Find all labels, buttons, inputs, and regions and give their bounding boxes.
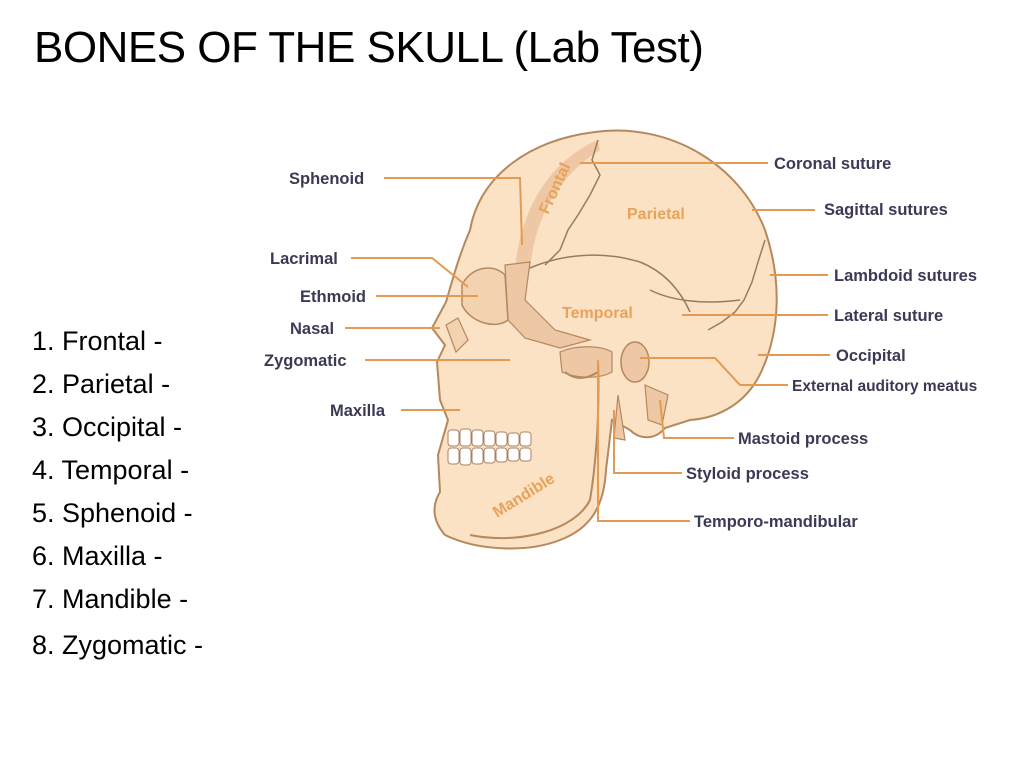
skull-illustration <box>430 129 778 550</box>
left-leaders <box>345 177 523 411</box>
slide-title: BONES OF THE SKULL (Lab Test) <box>34 23 704 72</box>
label-sphenoid: Sphenoid <box>289 170 364 188</box>
leader-mastoid <box>659 399 734 439</box>
styloid <box>613 394 626 441</box>
ear-canal <box>620 341 650 383</box>
label-occipital: Occipital <box>836 347 906 365</box>
label-lacrimal: Lacrimal <box>270 250 338 268</box>
orbit <box>461 267 509 326</box>
teeth <box>447 428 532 466</box>
label-nasal: Nasal <box>290 320 334 338</box>
lateral-suture-line <box>649 289 741 303</box>
list-item-temporal: 4. Temporal - <box>32 455 190 485</box>
label-external-auditory-meatus: External auditory meatus <box>792 378 977 395</box>
list-item-zygomatic: 8. Zygomatic - <box>32 630 204 660</box>
list-item-mandible: 7. Mandible - <box>32 584 189 614</box>
list-item-frontal: 1. Frontal - <box>32 326 163 356</box>
list-item-maxilla: 6. Maxilla - <box>32 541 163 571</box>
label-temporo-mandibular: Temporo-mandibular <box>694 513 858 531</box>
mandible-notch <box>564 371 599 379</box>
label-lateral-suture: Lateral suture <box>834 307 943 325</box>
lambdoid-suture-line <box>707 239 766 331</box>
label-ethmoid: Ethmoid <box>300 288 366 306</box>
leader-styloid <box>613 410 682 474</box>
list-item-parietal: 2. Parietal - <box>32 369 171 399</box>
label-maxilla: Maxilla <box>330 402 386 420</box>
label-sagittal-sutures: Sagittal sutures <box>824 201 948 219</box>
leader-auditory <box>640 357 788 386</box>
leader-sphenoid <box>384 177 523 246</box>
label-mastoid-process: Mastoid process <box>738 430 868 448</box>
list-item-sphenoid: 5. Sphenoid - <box>32 498 193 528</box>
zygomatic-arch <box>559 346 613 378</box>
bone-list: 1. Frontal - 2. Parietal - 3. Occipital … <box>32 320 203 667</box>
skull-outline <box>430 129 778 550</box>
leader-lacrimal <box>351 257 469 288</box>
bone-label-parietal: Parietal <box>627 206 685 223</box>
list-item-occipital: 3. Occipital - <box>32 412 183 442</box>
label-coronal-suture: Coronal suture <box>774 155 891 173</box>
bone-label-temporal: Temporal <box>562 305 633 322</box>
label-lambdoid-sutures: Lambdoid sutures <box>834 267 977 285</box>
right-leaders <box>580 162 830 522</box>
squamous-suture-line <box>529 254 691 313</box>
frontal-shading <box>515 140 600 270</box>
leader-tmj <box>597 360 690 522</box>
nasal-cavity <box>445 317 469 354</box>
label-zygomatic: Zygomatic <box>264 352 347 370</box>
label-styloid-process: Styloid process <box>686 465 809 483</box>
sphenoid-shading <box>504 261 593 349</box>
